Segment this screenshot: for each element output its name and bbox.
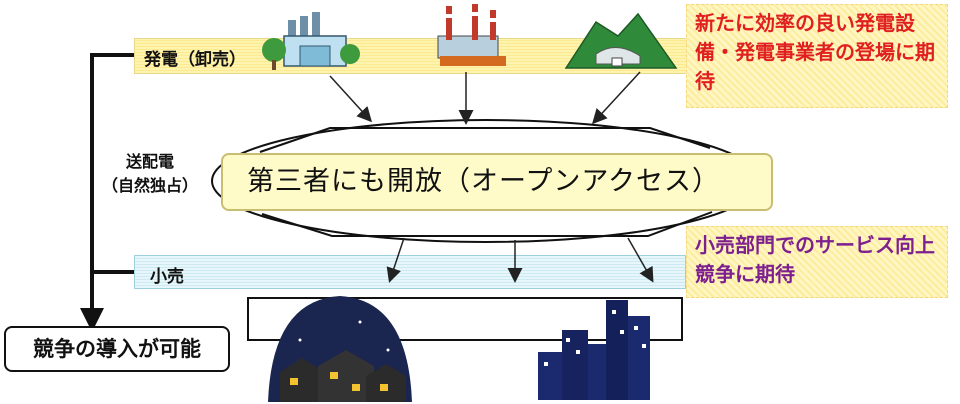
grid-bottom-lines bbox=[261, 211, 713, 237]
city-buildings-icon bbox=[538, 300, 650, 400]
thermal-power-plant-icon bbox=[262, 12, 360, 70]
generation-label: 発電（卸売） bbox=[144, 50, 246, 70]
grid-top-lines bbox=[259, 127, 711, 153]
arrow-plant1-grid bbox=[329, 75, 373, 123]
open-access-box: 第三者にも開放（オープンアクセス） bbox=[221, 153, 773, 211]
night-houses-icon bbox=[268, 296, 412, 402]
generation-expectation-note: 新たに効率の良い発電設備・発電事業者の登場に期待 bbox=[686, 4, 948, 108]
transmission-label-line1: 送配電 bbox=[125, 152, 174, 171]
transmission-label: 送配電 （自然独占） bbox=[98, 150, 202, 198]
arrow-grid-retail-1 bbox=[386, 237, 405, 283]
arrow-plant3-grid bbox=[591, 71, 641, 125]
transmission-label-line2: （自然独占） bbox=[101, 176, 198, 195]
retail-label: 小売 bbox=[150, 267, 184, 287]
arrow-grid-retail-3 bbox=[627, 237, 654, 283]
retail-band bbox=[134, 255, 686, 289]
power-station-chimneys-icon bbox=[437, 4, 506, 66]
competition-box: 競争の導入が可能 bbox=[4, 326, 230, 372]
hydro-dam-mountain-icon bbox=[564, 12, 678, 69]
retail-expectation-note: 小売部門でのサービス向上競争に期待 bbox=[686, 226, 948, 298]
left-bracket-line bbox=[90, 53, 134, 318]
